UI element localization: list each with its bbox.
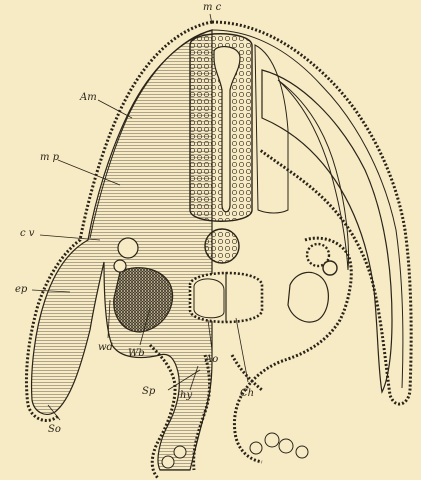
label-ep: ep <box>15 284 28 295</box>
label-sp: Sp <box>142 386 156 397</box>
label-wd: wd <box>98 342 113 353</box>
label-mp: m p <box>40 152 60 163</box>
label-wb: Wb <box>128 348 145 359</box>
wolffian-duct <box>114 260 126 272</box>
label-so: So <box>48 424 61 435</box>
label-ao: Ao <box>204 354 218 365</box>
cardinal-vein <box>118 238 138 258</box>
notochord <box>205 229 239 263</box>
right-amnion-fold <box>262 70 392 392</box>
label-ch: Ch <box>240 388 254 399</box>
label-cv: c v <box>20 228 35 239</box>
label-am: Am <box>79 92 97 103</box>
label-hy: hy <box>180 390 192 401</box>
right-inner-fold <box>278 80 349 270</box>
right-wolffian-body <box>288 272 328 322</box>
label-mc: m c <box>203 2 222 13</box>
